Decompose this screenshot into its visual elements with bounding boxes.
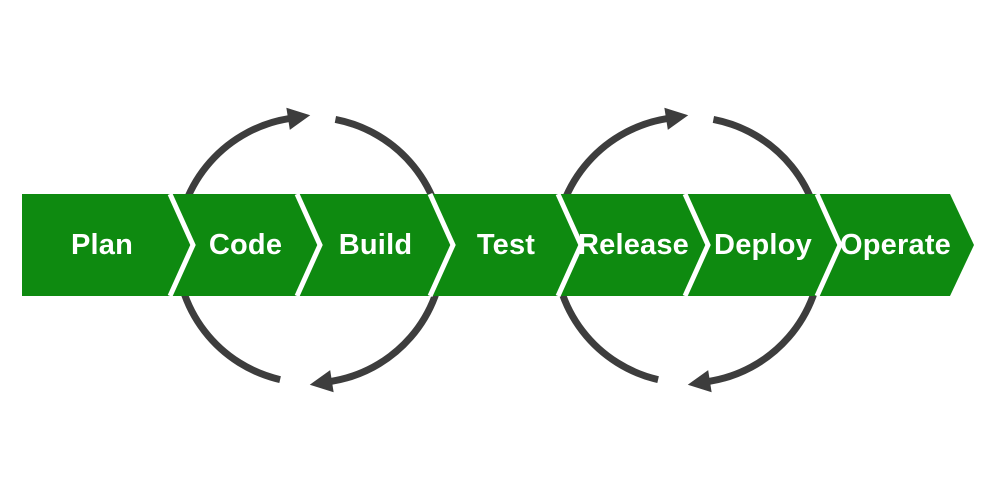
chevron-separator-icon — [682, 192, 711, 298]
stage-label: Build — [338, 228, 413, 261]
stage-operate: Operate — [829, 194, 962, 296]
stage-release: Release — [570, 194, 697, 296]
stage-label: Plan — [70, 228, 134, 261]
stage-label: Deploy — [714, 228, 812, 261]
chevron-separator-icon — [294, 192, 323, 298]
pipeline-band-arrow — [22, 194, 974, 296]
chevron-separator-icon — [167, 192, 196, 298]
stage-test: Test — [442, 194, 570, 296]
stage-label: Release — [577, 228, 690, 261]
stage-code: Code — [182, 194, 309, 296]
stage-label: Test — [476, 228, 536, 261]
pipeline-stage-labels: Plan Code Build Test Release Deploy Oper… — [22, 194, 962, 296]
stage-plan: Plan — [22, 194, 182, 296]
stage-label: Operate — [840, 228, 951, 261]
chevron-separator-icon — [555, 192, 584, 298]
chevron-separator-icon — [814, 192, 843, 298]
stage-build: Build — [309, 194, 442, 296]
stage-deploy: Deploy — [697, 194, 829, 296]
stage-separator-chevrons — [167, 192, 843, 298]
chevron-separator-icon — [427, 192, 456, 298]
stage-label: Code — [208, 228, 283, 261]
